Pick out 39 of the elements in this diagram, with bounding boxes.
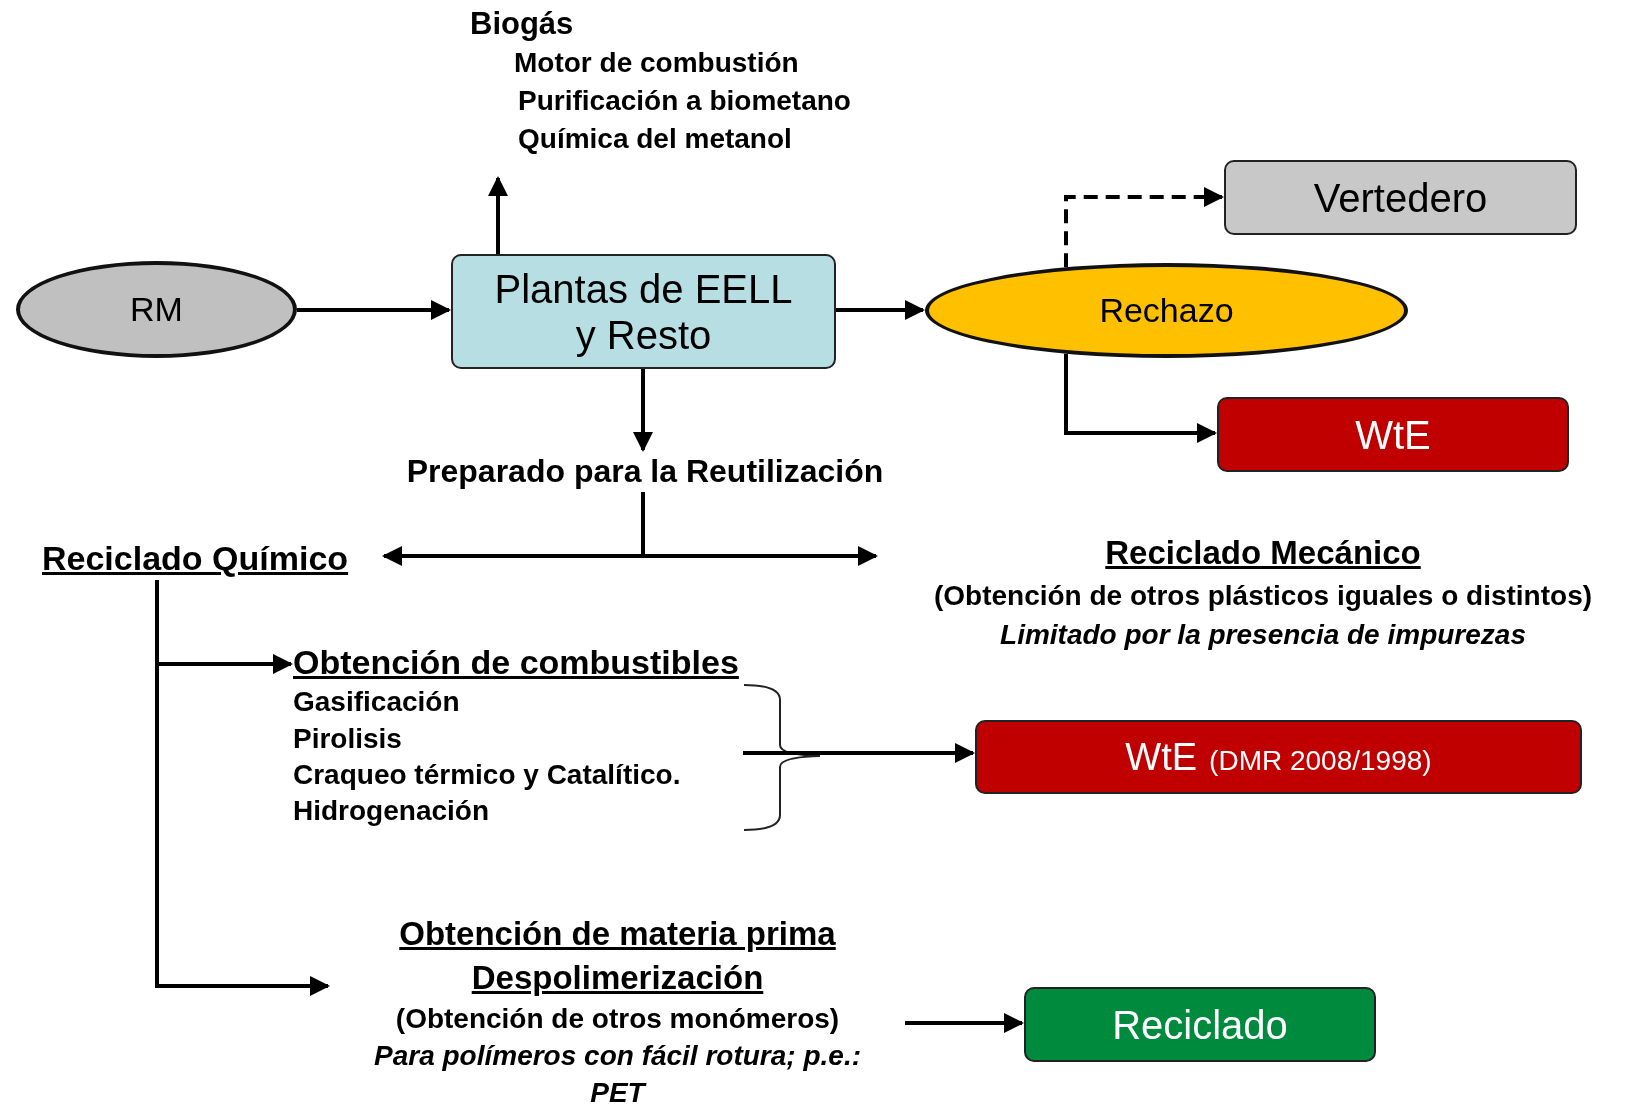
node-label: WtE <box>1125 736 1198 780</box>
node-label: RM <box>130 289 183 330</box>
text-line: (Obtención de otros plásticos iguales o distintos) <box>932 579 1594 614</box>
heading: Obtención de combustibles <box>293 642 740 683</box>
heading: Preparado para la Reutilización <box>405 452 885 491</box>
arrow <box>633 369 653 452</box>
node-label: Reciclado <box>1112 1001 1288 1048</box>
process-box <box>975 720 1582 794</box>
node-label: Rechazo <box>1099 290 1234 331</box>
heading: Reciclado Mecánico <box>1104 533 1422 573</box>
arrow <box>488 176 508 254</box>
process-box <box>1217 397 1569 472</box>
node-label: WtE <box>1355 411 1431 458</box>
arrow <box>743 743 975 763</box>
node-label: Vertedero <box>1313 174 1488 221</box>
arrow <box>297 300 451 320</box>
heading: Obtención de materia prima <box>399 914 836 954</box>
arrow <box>641 492 878 566</box>
text-line: Motor de combustión <box>514 46 800 81</box>
heading: Biogás <box>470 5 575 43</box>
text-line: Limitado por la presencia de impurezas <box>999 618 1527 653</box>
text-line: Para polímeros con fácil rotura; p.e.: PET <box>373 1039 862 1110</box>
heading: Reciclado Químico <box>42 538 350 579</box>
text-line: Gasificación <box>293 685 461 720</box>
text-line: Purificación a biometano <box>518 84 852 119</box>
process-box <box>451 254 836 369</box>
process-box <box>1024 987 1376 1062</box>
text-line: Hidrogenación <box>293 794 490 829</box>
node-label: Plantas de EELL y Resto <box>493 265 794 358</box>
node-label: (DMR 2008/1998) <box>1209 745 1432 778</box>
arrow <box>836 300 925 320</box>
text-line: Pirolisis <box>293 721 403 756</box>
process-box <box>1224 160 1577 235</box>
arrow <box>155 580 330 996</box>
text-line: (Obtención de otros monómeros) <box>395 1001 840 1036</box>
text-line: Despolimerización <box>471 957 764 998</box>
text-line: Química del metanol <box>518 121 793 156</box>
text-line: Craqueo térmico y Catalítico. <box>293 757 682 792</box>
arrow <box>905 1013 1024 1033</box>
